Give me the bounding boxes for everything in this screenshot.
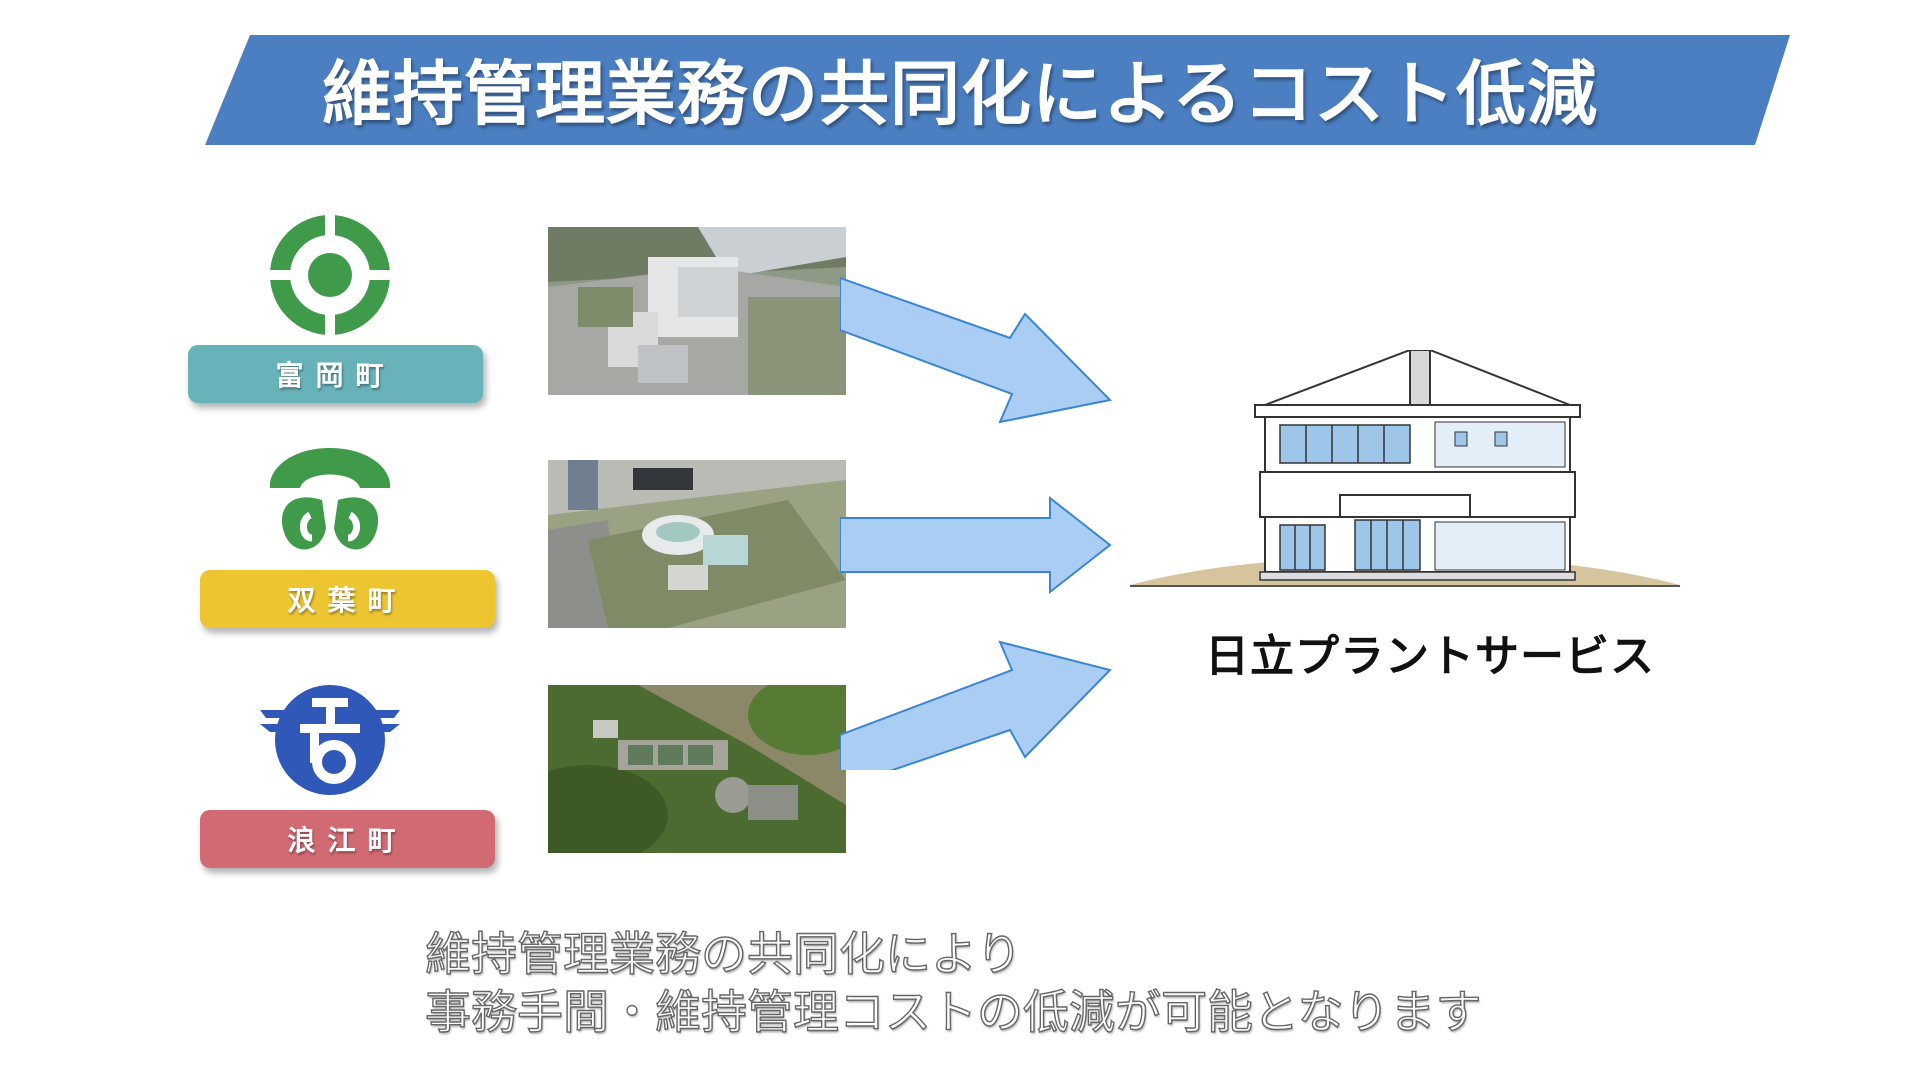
- arrow-tomioka: [840, 276, 1113, 424]
- namie-emblem-icon: [260, 685, 400, 795]
- town-label-namie: 浪江町: [200, 810, 495, 868]
- facility-photo-namie: [548, 685, 846, 853]
- title-banner: [205, 35, 1790, 145]
- facility-photo-futaba: [548, 460, 846, 628]
- futaba-emblem-icon: [269, 448, 391, 550]
- town-tomioka: 富岡町: [180, 215, 490, 405]
- arrow-namie: [840, 640, 1112, 770]
- tomioka-emblem-icon: [270, 215, 390, 335]
- company-name: 日立プラントサービス: [1205, 631, 1655, 682]
- page-title: 維持管理業務の共同化によるコスト低減: [322, 53, 1598, 135]
- caption-line-1: 維持管理業務の共同化により: [424, 926, 1023, 981]
- town-label-tomioka: 富岡町: [188, 345, 483, 403]
- town-label-futaba: 双葉町: [200, 570, 495, 628]
- flow-arrows: [840, 276, 1113, 770]
- town-futaba: 双葉町: [180, 440, 495, 630]
- arrow-futaba: [840, 495, 1112, 595]
- hitachi-building-icon: [1130, 350, 1680, 587]
- caption-line-2: 事務手間・維持管理コストの低減が可能となります: [424, 984, 1482, 1039]
- town-namie: 浪江町: [180, 680, 495, 870]
- subtitle-caption: 維持管理業務の共同化により 事務手間・維持管理コストの低減が可能となります: [424, 925, 1725, 1041]
- facility-photo-tomioka: [548, 227, 846, 395]
